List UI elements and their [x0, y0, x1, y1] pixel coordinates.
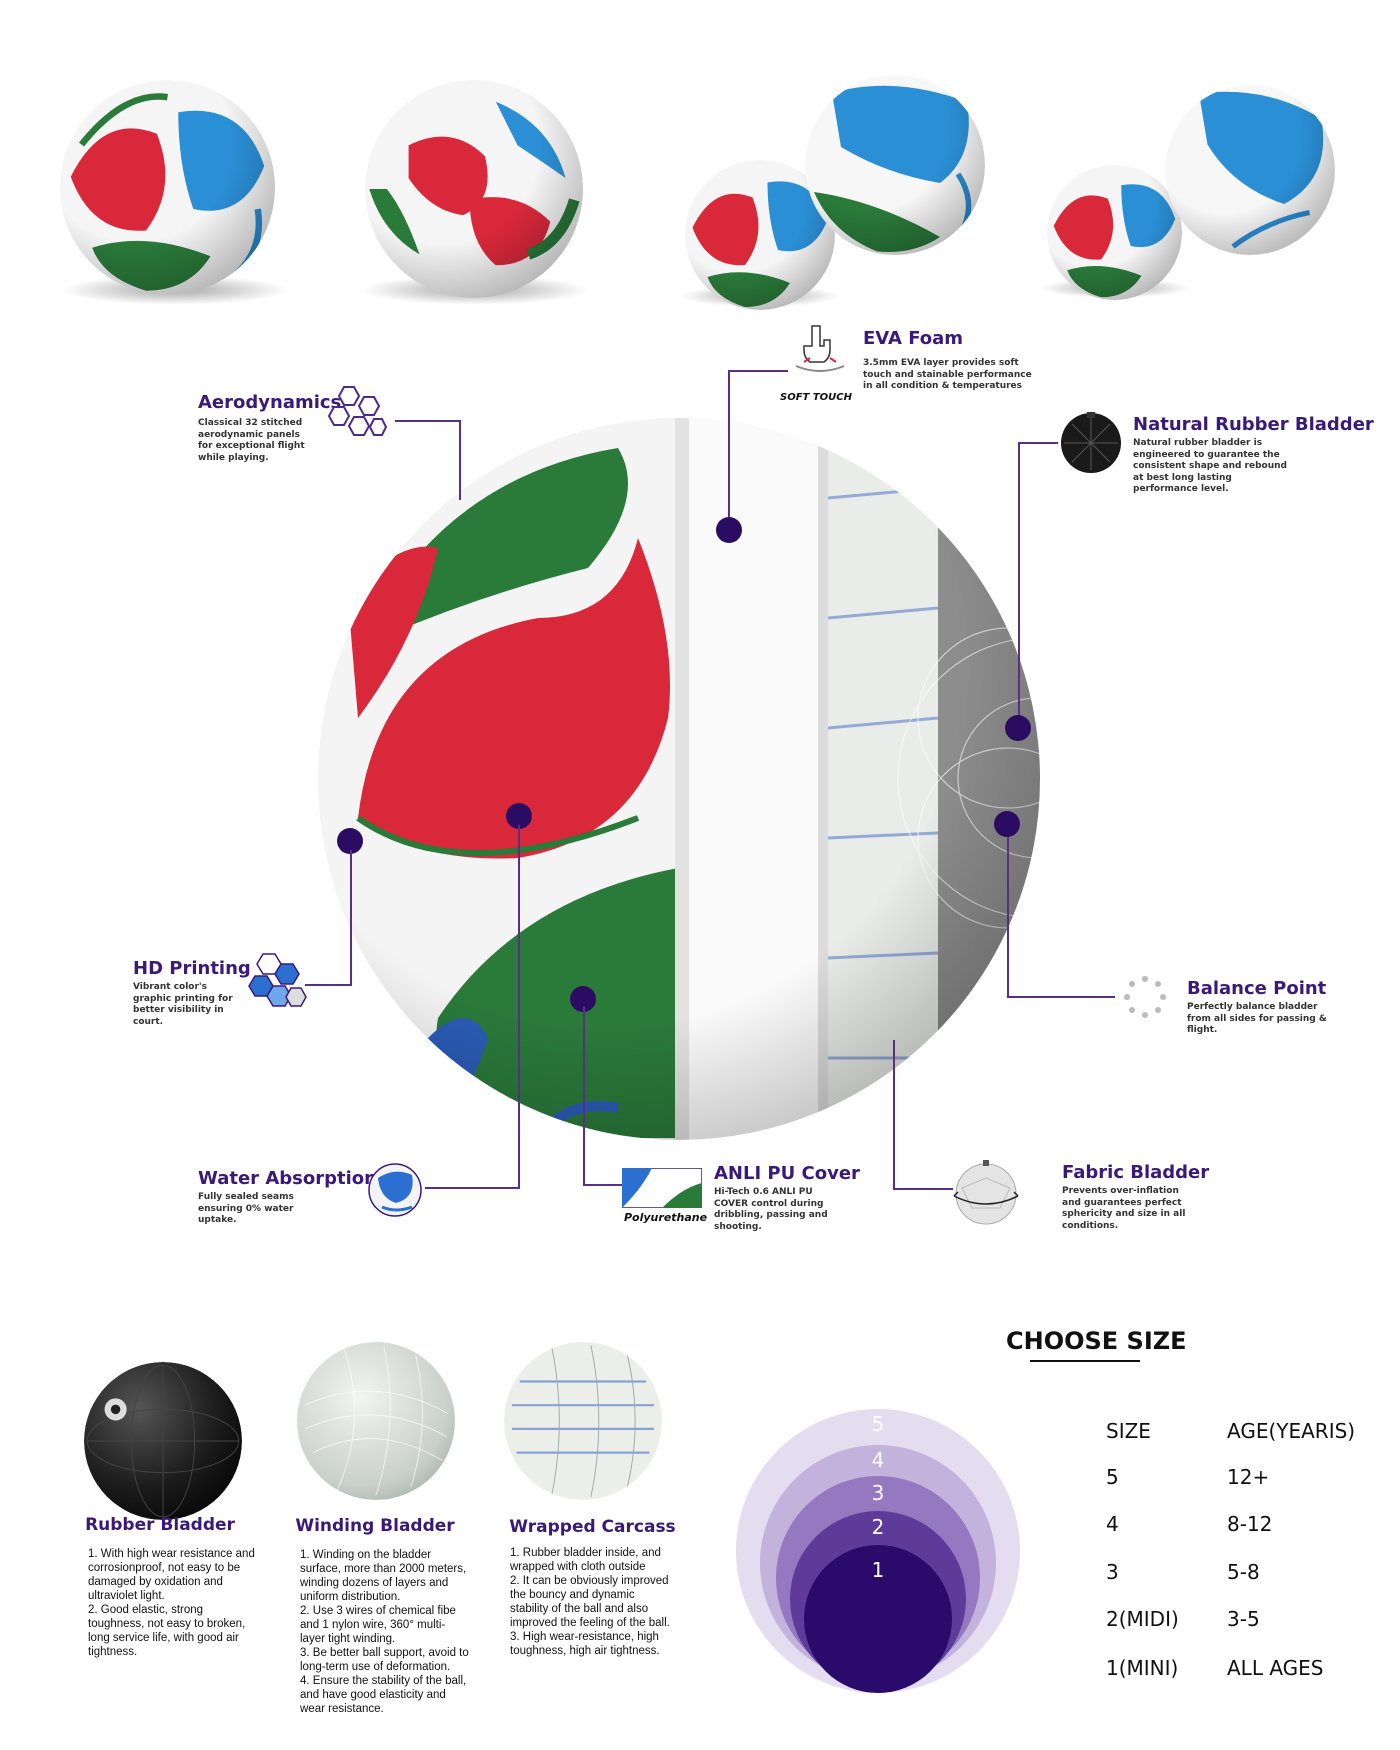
age-column-header: AGE(YEARIS) — [1227, 1419, 1356, 1443]
rubber-bladder-title: Natural Rubber Bladder — [1133, 414, 1374, 435]
pu-cover-icon — [621, 1167, 703, 1209]
marker-water-absorption — [506, 803, 532, 829]
pu-cover-desc: Hi-Tech 0.6 ANLI PU COVER control during… — [714, 1187, 828, 1232]
ball-photo-small-2 — [1047, 165, 1182, 300]
cross-section-ball — [318, 418, 1040, 1140]
aerodynamics-title: Aerodynamics — [198, 392, 342, 413]
rubber-bladder-icon — [1060, 412, 1122, 474]
ring-label-2: 2 — [871, 1515, 885, 1539]
balance-point-title: Balance Point — [1187, 978, 1327, 999]
ball-photo-front — [60, 80, 275, 295]
wrapped-carcass-text: 1. Rubber bladder inside, and wrapped wi… — [510, 1547, 670, 1657]
eva-foam-desc: 3.5mm EVA layer provides soft touch and … — [863, 358, 1032, 391]
size-ring-1 — [804, 1545, 952, 1693]
ball-photo-side — [365, 80, 583, 298]
ball-photo-zoom — [805, 75, 985, 255]
age-cell: 3-5 — [1227, 1607, 1260, 1631]
aerodynamics-desc: Classical 32 stitched aerodynamic panels… — [198, 418, 305, 463]
age-cell: 5-8 — [1227, 1560, 1260, 1584]
soft-touch-label: SOFT TOUCH — [780, 392, 852, 403]
choose-size-underline — [1030, 1360, 1140, 1362]
ring-label-1: 1 — [871, 1558, 885, 1582]
size-cell: 4 — [1106, 1512, 1119, 1536]
fabric-bladder-icon — [950, 1158, 1022, 1230]
marker-eva-foam — [716, 517, 742, 543]
water-drop-ball-icon — [368, 1163, 423, 1218]
rubber-bladder-heading: Rubber Bladder — [85, 1515, 235, 1535]
ball-photo-zoom-2 — [1165, 85, 1335, 255]
choose-size-title: CHOOSE SIZE — [1006, 1327, 1187, 1355]
eva-foam-title: EVA Foam — [863, 328, 964, 349]
hd-printing-title: HD Printing — [133, 958, 251, 979]
ring-label-3: 3 — [871, 1481, 885, 1505]
size-cell: 1(MINI) — [1106, 1656, 1179, 1680]
hd-printing-desc: Vibrant color's graphic printing for bet… — [133, 982, 233, 1027]
fabric-bladder-title: Fabric Bladder — [1062, 1162, 1210, 1183]
soft-touch-icon — [790, 322, 850, 382]
size-column-header: SIZE — [1106, 1419, 1151, 1443]
ring-label-5: 5 — [871, 1412, 885, 1436]
age-cell: ALL AGES — [1227, 1656, 1324, 1680]
age-cell: 8-12 — [1227, 1512, 1273, 1536]
pu-cover-title: ANLI PU Cover — [714, 1163, 860, 1184]
marker-balance-point — [994, 811, 1020, 837]
ball-photo-small — [685, 160, 835, 310]
rubber-bladder-desc: Natural rubber bladder is engineered to … — [1133, 438, 1287, 494]
hexagon-panels-icon — [322, 383, 392, 453]
winding-bladder-text: 1. Winding on the bladder surface, more … — [300, 1549, 469, 1715]
polyurethane-label: Polyurethane — [624, 1211, 708, 1224]
wrapped-carcass-heading: Wrapped Carcass — [509, 1517, 676, 1537]
size-cell: 3 — [1106, 1560, 1119, 1584]
age-cell: 12+ — [1227, 1465, 1270, 1489]
balance-point-icon — [1123, 975, 1167, 1019]
wrapped-carcass-photo — [504, 1342, 662, 1500]
fabric-bladder-desc: Prevents over-inflation and guarantees p… — [1062, 1186, 1186, 1231]
size-cell: 5 — [1106, 1465, 1119, 1489]
marker-hd-printing — [337, 828, 363, 854]
water-absorption-desc: Fully sealed seams ensuring 0% water upt… — [198, 1192, 294, 1225]
size-cell: 2(MIDI) — [1106, 1607, 1179, 1631]
winding-bladder-photo — [297, 1342, 455, 1500]
marker-rubber-bladder — [1005, 715, 1031, 741]
winding-bladder-heading: Winding Bladder — [295, 1516, 455, 1536]
water-absorption-title: Water Absorption — [198, 1168, 377, 1189]
hd-printing-icon — [245, 950, 310, 1015]
rubber-bladder-photo — [84, 1362, 242, 1520]
rubber-bladder-text: 1. With high wear resistance and corrosi… — [88, 1548, 255, 1658]
balance-point-desc: Perfectly balance bladder from all sides… — [1187, 1002, 1327, 1035]
ring-label-4: 4 — [871, 1448, 885, 1472]
